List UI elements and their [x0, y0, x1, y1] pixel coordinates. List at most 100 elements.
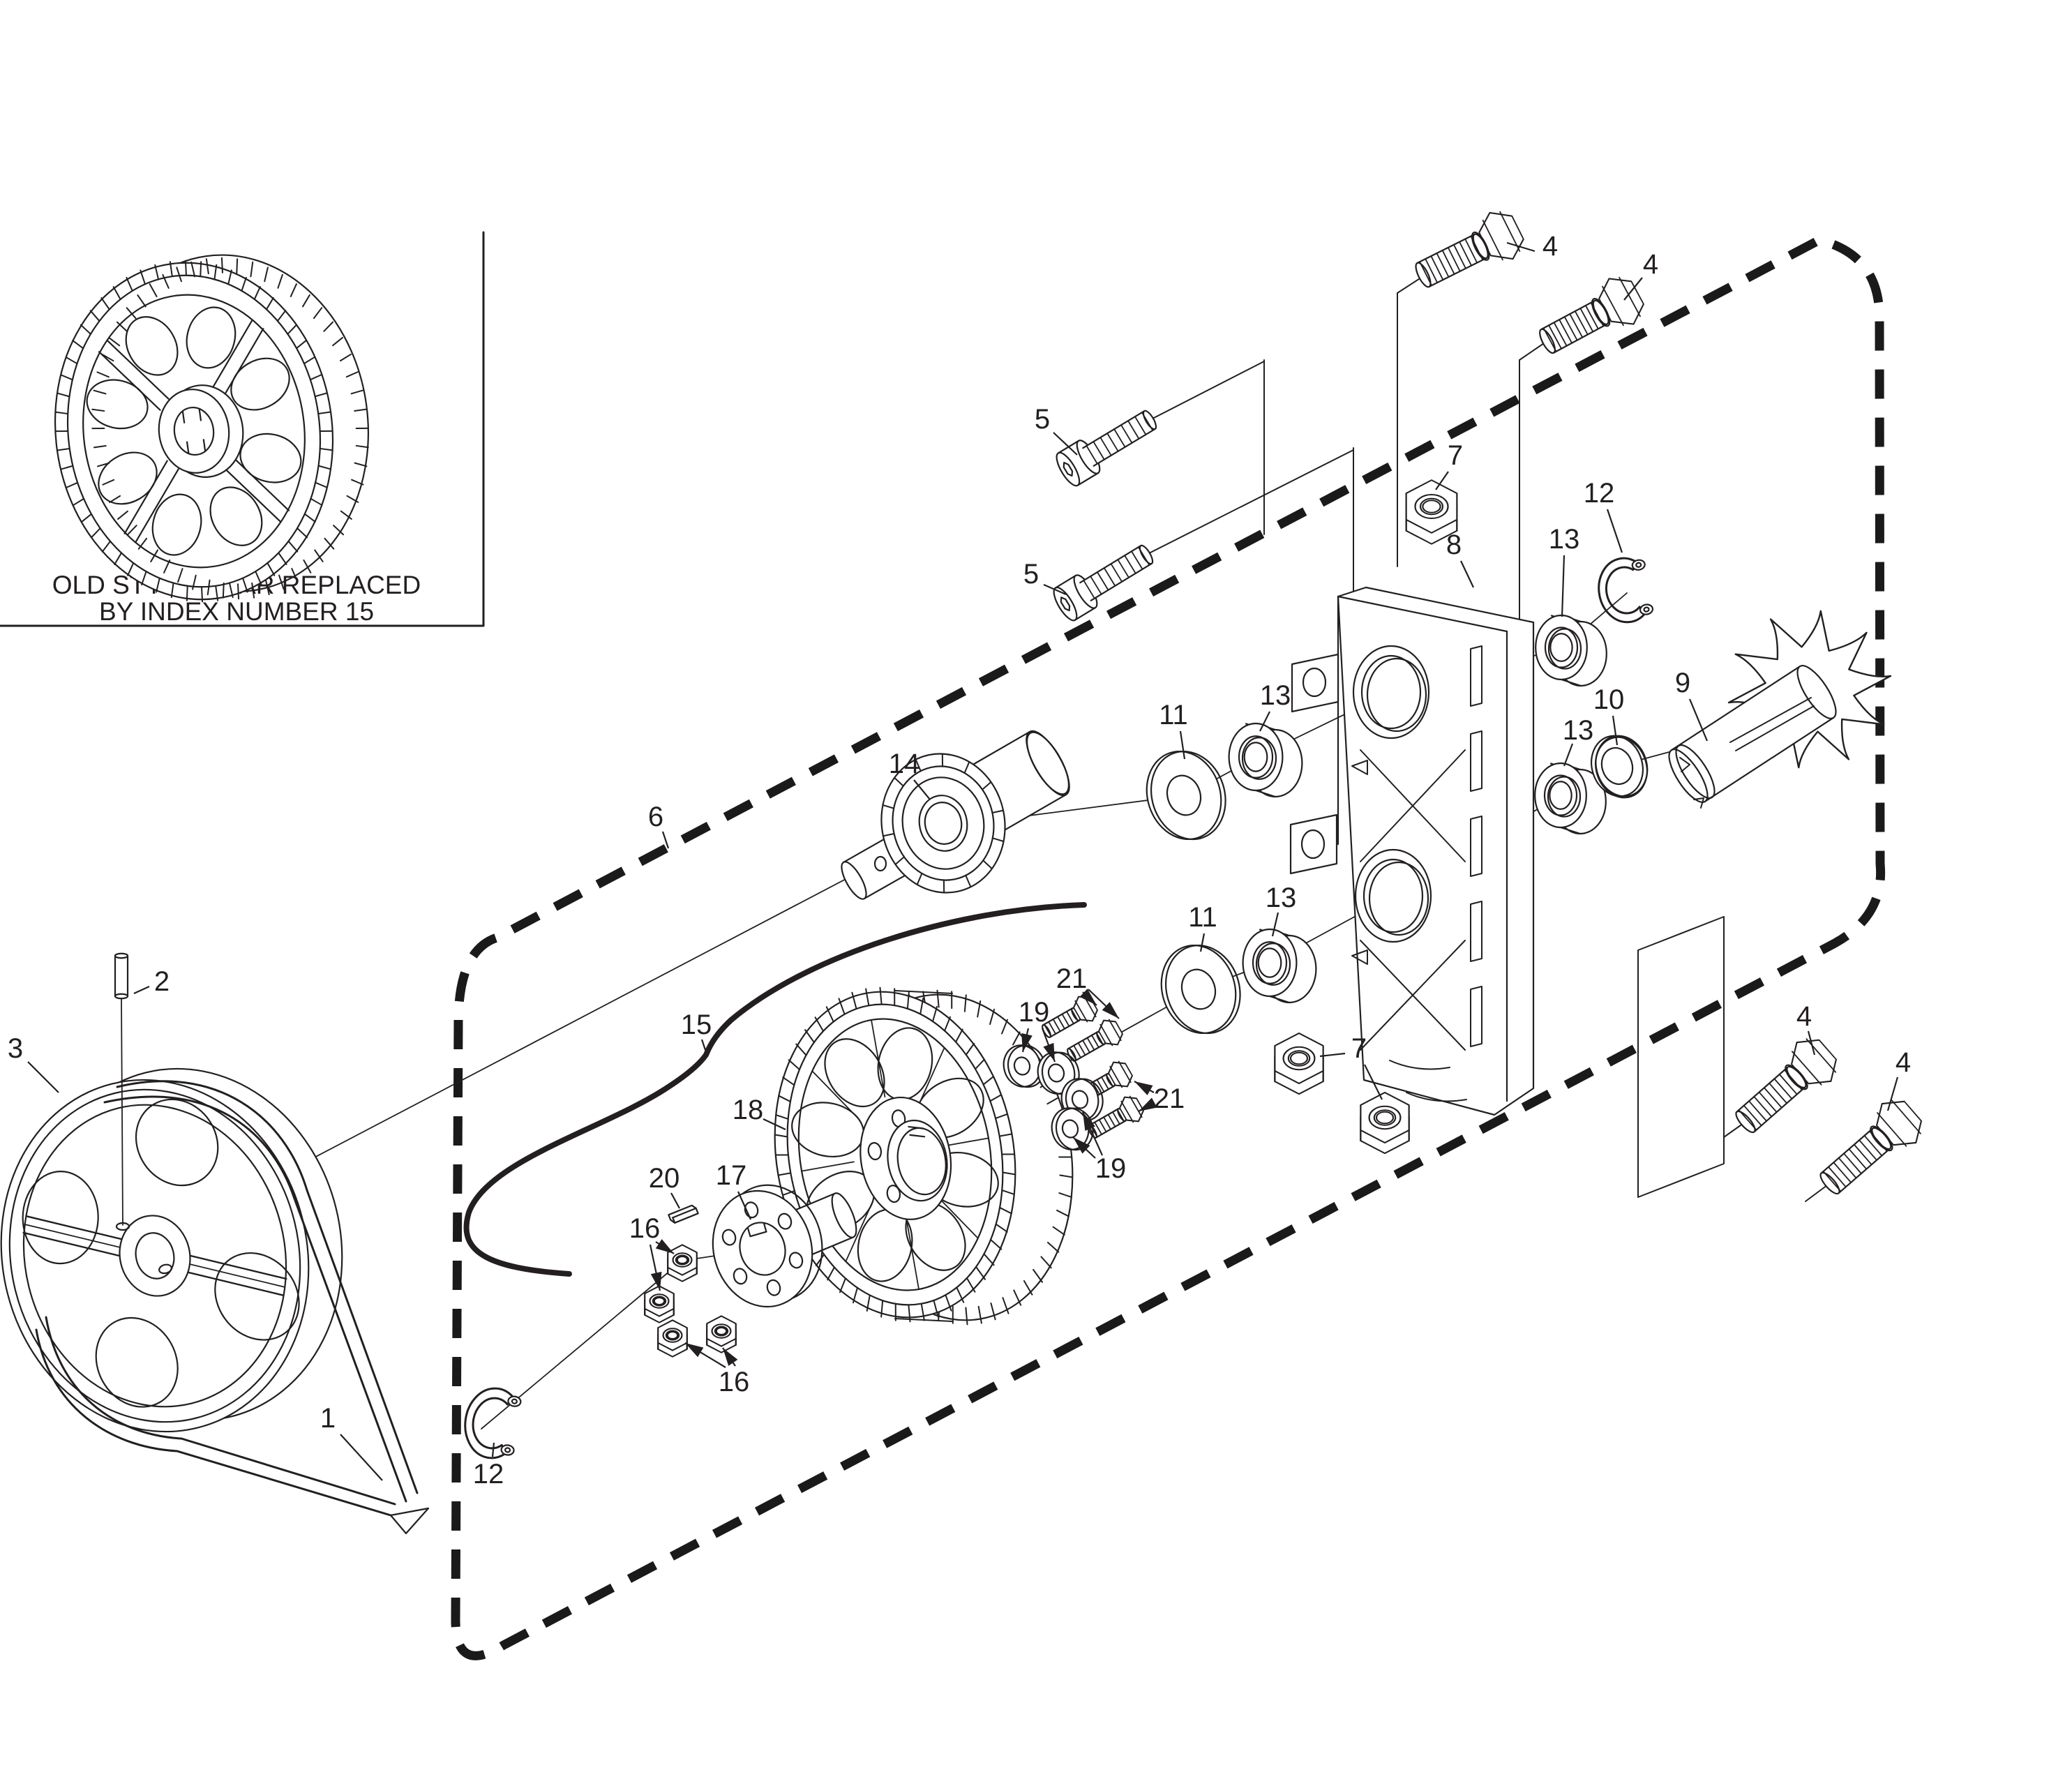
callout-4: 4: [1506, 231, 1558, 262]
callout-19: 19: [1072, 1111, 1127, 1184]
washer-group: [1160, 944, 1241, 1035]
callout-11: 11: [1188, 902, 1217, 952]
callout-label-12: 12: [1584, 478, 1615, 509]
callout-label-18: 18: [733, 1095, 764, 1125]
callout-label-6: 6: [648, 802, 663, 832]
washer-group: [1146, 750, 1226, 841]
bolt-head: [1791, 1038, 1837, 1086]
callout-5: 5: [1023, 559, 1067, 596]
callout-6: 6: [648, 802, 670, 849]
callout-label-2: 2: [154, 966, 170, 997]
callout-label-5: 5: [1035, 404, 1050, 435]
screw-head: [1119, 1095, 1144, 1123]
hex-nuts: [1405, 479, 1458, 545]
callout-4: 4: [1886, 1047, 1911, 1111]
callout-label-21: 21: [1056, 963, 1088, 994]
small-washers: [1003, 1044, 1104, 1151]
bushing: [1591, 735, 1649, 797]
callout-13: 13: [1259, 680, 1291, 732]
callout-label-17: 17: [716, 1160, 747, 1191]
pinion-shaft: [841, 730, 1070, 900]
callout-label-16: 16: [629, 1213, 661, 1244]
bolt-shank: [1415, 233, 1489, 288]
callout-21: 21: [1056, 963, 1120, 1019]
sprocket-shaft: [1668, 610, 1892, 809]
bolt-shank: [1539, 299, 1609, 354]
bushing-10: [1591, 735, 1649, 797]
hub-face: [712, 1184, 823, 1308]
dashed-boundary-frame: [451, 235, 1886, 1660]
hex-bolt: [1415, 211, 1524, 288]
callout-12: 12: [473, 1442, 504, 1489]
screw-head: [1098, 1019, 1123, 1046]
callout-label-19: 19: [1019, 997, 1050, 1028]
flat-washer: [1146, 750, 1226, 841]
callout-label-12: 12: [473, 1459, 504, 1489]
screw-head: [1108, 1060, 1133, 1088]
bearing-group: [1535, 614, 1607, 687]
callout-label-7: 7: [1448, 440, 1463, 471]
assembly-brace: [463, 902, 1087, 1277]
callout-label-16: 16: [719, 1367, 750, 1397]
callouts: 1234444556778910111112121313131314151616…: [8, 231, 1911, 1489]
callout-label-11: 11: [1188, 902, 1217, 933]
snap-ring: [1598, 557, 1654, 624]
callout-16: 16: [629, 1213, 675, 1291]
callout-label-8: 8: [1446, 530, 1462, 560]
lock-nuts: [667, 1244, 698, 1282]
hex-nut: [1274, 1033, 1324, 1095]
callout-9: 9: [1675, 668, 1709, 742]
bearing-group: [1242, 928, 1317, 1004]
callout-label-9: 9: [1675, 668, 1690, 698]
callout-label-5: 5: [1023, 559, 1039, 590]
callout-13: 13: [1549, 524, 1580, 617]
hex-bolt: [1819, 1099, 1922, 1195]
callout-20: 20: [649, 1163, 680, 1209]
flanged-bearing: [1535, 614, 1607, 687]
bolt-head: [1478, 211, 1524, 261]
socket-screw: [1053, 544, 1154, 622]
hex-bolt: [1735, 1038, 1837, 1134]
lock-nut: [644, 1285, 675, 1323]
callout-label-20: 20: [649, 1163, 680, 1194]
callout-7: 7: [1435, 440, 1463, 490]
callout-13: 13: [1563, 715, 1593, 767]
bolt-shank: [1735, 1065, 1807, 1134]
callout-14: 14: [889, 749, 931, 800]
pinion-gear: [880, 753, 1006, 894]
key: [668, 1204, 699, 1224]
callout-16: 16: [684, 1342, 750, 1397]
callout-10: 10: [1593, 684, 1625, 746]
callout-label-13: 13: [1266, 883, 1297, 913]
callout-label-4: 4: [1895, 1047, 1911, 1078]
bolt-shank: [1819, 1127, 1892, 1195]
inset-caption-line2: BY INDEX NUMBER 15: [99, 597, 374, 626]
callout-label-19: 19: [1095, 1153, 1127, 1184]
pulley-front: [0, 1079, 310, 1433]
callout-13: 13: [1266, 883, 1297, 937]
callout-15: 15: [681, 1009, 712, 1051]
socket: [1060, 596, 1071, 612]
inset-gear: [54, 254, 369, 603]
callout-label-15: 15: [681, 1009, 712, 1040]
bearing-group: [1534, 762, 1607, 835]
flanged-bearing: [1228, 722, 1303, 798]
callout-21: 21: [1134, 1081, 1185, 1114]
lock-nut: [657, 1319, 688, 1358]
callout-label-13: 13: [1549, 524, 1580, 555]
snap-ring: [464, 1387, 522, 1459]
callout-18: 18: [733, 1095, 786, 1130]
hub-flange: [712, 1184, 857, 1308]
callout-5: 5: [1035, 404, 1078, 456]
pulley-wheel: [0, 1067, 343, 1433]
lock-nut: [667, 1244, 698, 1282]
callout-1: 1: [320, 1403, 383, 1481]
callout-label-10: 10: [1593, 684, 1625, 715]
hex-nut: [1360, 1092, 1410, 1155]
flanged-bearing: [1534, 762, 1607, 835]
snap-ring-left: [464, 1387, 522, 1459]
socket-screws: [1053, 410, 1157, 622]
lock-nut: [706, 1315, 737, 1353]
callout-label-7: 7: [1351, 1033, 1367, 1064]
callout-11: 11: [1159, 700, 1188, 760]
